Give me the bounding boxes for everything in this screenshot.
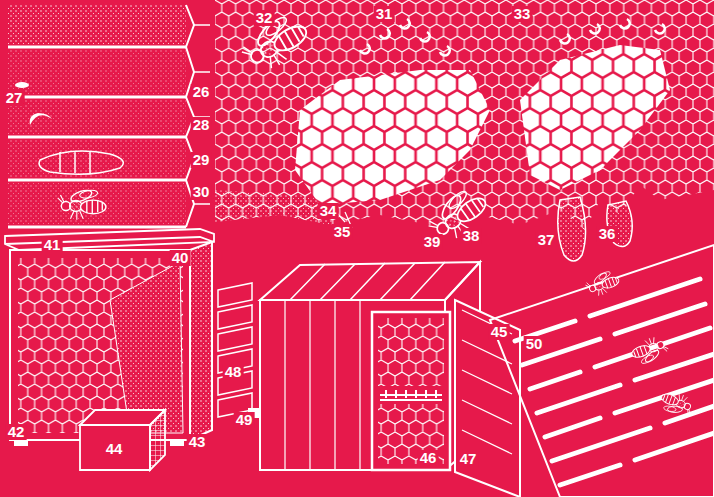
- callout-number: 38: [461, 228, 482, 244]
- cell-section-panel: [194, 25, 210, 204]
- cell-section-panel: [8, 5, 210, 227]
- landing-board: [490, 245, 714, 497]
- cell-section-panel: [8, 50, 186, 95]
- cell-section-panel: [8, 100, 186, 135]
- queen-cage: [80, 410, 165, 470]
- frame-hive: [14, 440, 28, 446]
- landing-board: [530, 372, 580, 389]
- landing-board: [615, 304, 705, 334]
- honeycomb-panel: [215, 0, 714, 261]
- worker-bee: [657, 388, 696, 420]
- callout-number: 26: [191, 84, 212, 100]
- observation-hive: [462, 310, 512, 454]
- landing-board: [635, 433, 714, 460]
- frame-hive: [110, 262, 183, 433]
- callout-number: 31: [374, 6, 395, 22]
- observation-hive: [218, 283, 252, 417]
- capped-cells: [520, 45, 670, 190]
- frame-hive: [170, 440, 184, 446]
- observation-hive: [260, 300, 445, 470]
- landing-board: [515, 279, 714, 485]
- landing-board: [545, 418, 600, 437]
- frame-hive: [190, 242, 212, 440]
- callout-number: 46: [418, 450, 439, 466]
- observation-hive: [372, 312, 450, 470]
- frame-hive: [5, 229, 214, 250]
- egg: [15, 82, 29, 88]
- callout-number: 41: [42, 237, 63, 253]
- frame-hive: [18, 258, 183, 433]
- landing-board: [490, 245, 714, 497]
- queen-cell: [558, 197, 586, 261]
- observation-hive: [380, 390, 442, 400]
- observation-hive: [260, 262, 480, 300]
- landing-board: [560, 465, 620, 485]
- callout-number: 35: [332, 224, 353, 240]
- larva: [30, 113, 52, 125]
- observation-hive: [285, 300, 360, 470]
- queen-cage: [150, 410, 165, 470]
- landing-board: [552, 428, 650, 461]
- callout-number: 43: [187, 434, 208, 450]
- cell-section-panel: [8, 182, 186, 225]
- frame-hive: [110, 262, 183, 433]
- callout-number: 49: [234, 412, 255, 428]
- callout-number: 47: [458, 451, 479, 467]
- hive-door: [455, 300, 520, 497]
- callout-number: 45: [489, 324, 510, 340]
- callout-number: 30: [191, 184, 212, 200]
- cell-section-panel: [8, 5, 186, 45]
- worker-bee: [235, 7, 314, 78]
- callout-number: 50: [524, 336, 545, 352]
- landing-board: [635, 354, 714, 380]
- comb: [378, 318, 444, 386]
- worker-bee: [629, 333, 671, 368]
- open-brood: [360, 19, 665, 55]
- worker-bee: [583, 267, 622, 299]
- callout-number: 42: [6, 424, 27, 440]
- callout-number: 36: [597, 226, 618, 242]
- callout-number: 37: [536, 232, 557, 248]
- young-bee: [58, 188, 106, 220]
- callout-number: 29: [191, 152, 212, 168]
- observation-hive: [218, 262, 520, 497]
- callout-number: 44: [104, 441, 125, 457]
- callout-number: 32: [254, 10, 275, 26]
- callout-number: 34: [318, 203, 339, 219]
- callout-number: 48: [223, 364, 244, 380]
- callout-number: 39: [422, 234, 443, 250]
- callout-number: 33: [512, 6, 533, 22]
- callout-number: 40: [170, 250, 191, 266]
- pupa: [39, 151, 123, 174]
- callout-number: 27: [4, 90, 25, 106]
- capped-cells: [295, 70, 490, 205]
- cell-section-panel: [8, 140, 186, 178]
- cell-section-panel: [8, 47, 186, 227]
- observation-hive: [290, 262, 445, 300]
- honeycomb-panel: [215, 0, 714, 230]
- landing-board: [537, 385, 620, 413]
- callout-number: 28: [191, 117, 212, 133]
- queen-cage: [80, 425, 150, 470]
- frame-hive: [5, 229, 214, 470]
